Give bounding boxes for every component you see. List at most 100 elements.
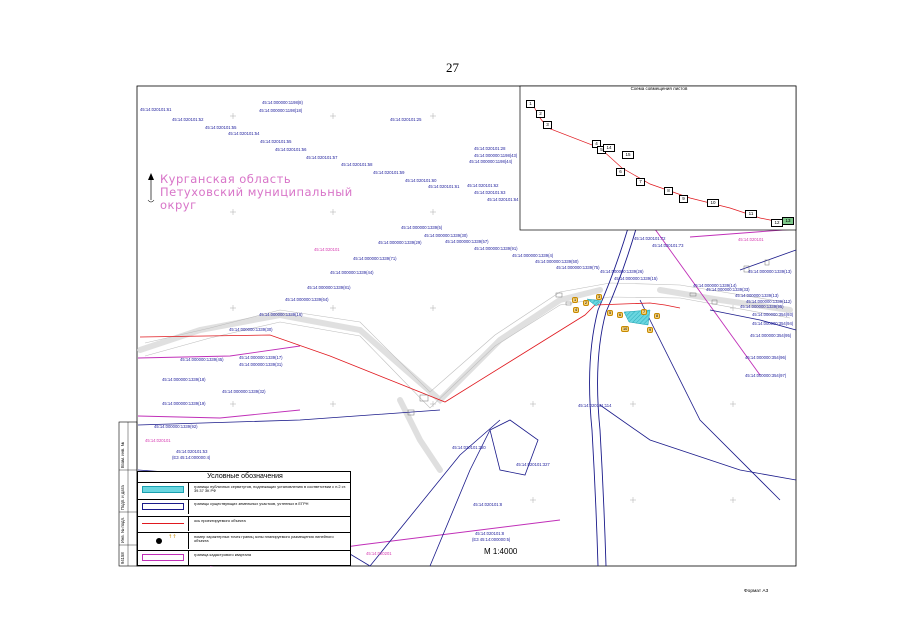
- terrain-shading: [137, 287, 793, 473]
- cadastral-label: 45:14:000000:1339(17): [239, 355, 283, 360]
- cadastral-label: 45:14:020101:60: [405, 178, 437, 183]
- legend-symbol-land-plots: [142, 503, 184, 510]
- legend-symbol-quarter: [142, 554, 184, 561]
- legend-item-axis: ось проектируемого объекта: [138, 516, 350, 531]
- sheet-14: 14: [603, 144, 615, 152]
- region-title-line-2: Петуховский муниципальный: [160, 185, 353, 199]
- cadastral-label: 45:14:020101:28: [474, 146, 506, 151]
- cadastral-label: 45:14:000000:1198(43): [474, 153, 518, 158]
- cadastral-label: 45:14:000000:354(93): [752, 312, 794, 317]
- cadastral-label: 45:14:000000:1198(18): [259, 108, 303, 113]
- cadastral-label: 45:14:020101:320: [452, 445, 486, 450]
- cadastral-label: 45:14:020201: [366, 551, 392, 556]
- page-number: 27: [446, 60, 459, 75]
- cadastral-label: 45:14:020101:64: [487, 197, 519, 202]
- sheet-3: 3: [543, 121, 552, 129]
- cadastral-label: 45:14:000000:1339(18): [162, 377, 206, 382]
- cadastral-label: 45:14:000000:1339(19): [162, 401, 206, 406]
- cadastral-label: 45:14:020101:25: [390, 117, 422, 122]
- point-marker: 2: [583, 300, 590, 306]
- cadastral-label: 45:14:000000:1339(50): [535, 259, 579, 264]
- cadastral-label: 45:14:020101:72: [634, 236, 666, 241]
- cadastral-label: 45:14:020101:52: [172, 117, 204, 122]
- cadastral-label: 45:14:020101: [738, 237, 764, 242]
- cadastral-label: 45:14:000000:1339(64): [285, 297, 329, 302]
- point-marker: 1: [572, 297, 579, 303]
- cadastral-label: 45:14:020101:54: [228, 131, 260, 136]
- cadastral-label: 45:14:000000:1339(26): [600, 269, 644, 274]
- point-marker: 9: [647, 327, 654, 333]
- cadastral-label: 45:14:020101:59: [373, 170, 405, 175]
- sheet-10: 10: [707, 199, 719, 207]
- legend-item-land-plots: границы существующих земельных участков,…: [138, 499, 350, 514]
- cadastral-label: 45:14:000000:1339(30): [424, 233, 468, 238]
- region-title-line-1: Курганская область: [160, 172, 292, 186]
- cadastral-label: 45:14:000000:1339(31): [239, 362, 283, 367]
- cadastral-label: 45:14:020101:327: [516, 462, 550, 467]
- legend-text-points: номер характерных точек границ зоны план…: [194, 534, 334, 544]
- inset-frame: [519, 85, 797, 231]
- cadastral-label: 45:14:000000:1339(92): [154, 424, 198, 429]
- cadastral-label: 45:14:000000:1339(16): [259, 312, 303, 317]
- region-title: Курганская область Петуховский муниципал…: [160, 173, 353, 212]
- cadastral-label: 45:14:000000:1339(32): [222, 389, 266, 394]
- legend-item-quarter: граница кадастрового квартала: [138, 550, 350, 565]
- cadastral-label: 45:14:020101:55: [260, 139, 292, 144]
- point-marker: 7: [641, 309, 648, 315]
- sheet-15: 15: [622, 151, 634, 159]
- stamp-replacement-inventory: Взам. инв. №: [120, 442, 125, 468]
- cadastral-label: 45:14:020101: [314, 247, 340, 252]
- stamp-inventory-original: Инв. № подл.: [120, 516, 125, 543]
- cadastral-label: 45:14:000000:1339(30): [229, 327, 273, 332]
- servitude-area-1: [586, 298, 603, 307]
- map-scale: М 1:4000: [484, 547, 518, 556]
- cadastral-label: 45:14:000000:1339(33): [706, 287, 750, 292]
- cadastral-label: 45:14:000000:1339(81): [307, 285, 351, 290]
- cadastral-label: 45:14:020101:53: [176, 449, 208, 454]
- cadastral-label: 45:14:020101:58: [341, 162, 373, 167]
- cadastral-label: 45:14:020101:61: [140, 107, 172, 112]
- legend-item-servitude: границы публичных сервитутов, подлежащих…: [138, 482, 350, 497]
- structures: [407, 259, 770, 416]
- point-marker: 10: [621, 326, 630, 332]
- point-marker: 3: [596, 294, 603, 300]
- cadastral-label: 45:14:000000:1339(15): [614, 276, 658, 281]
- cadastral-label: 45:14:000000:1198(8): [262, 100, 303, 105]
- cadastral-label: (ЕЗ 45:14:000000:5): [472, 537, 511, 542]
- project-axis-line: [139, 302, 681, 403]
- cadastral-label: 45:14:020101:114: [578, 403, 612, 408]
- cadastral-label: 45:14:000000:1339(75): [556, 265, 600, 270]
- legend-symbol-points: [156, 538, 162, 544]
- stamp-inventory-number: 94158: [120, 552, 125, 564]
- cadastral-label: 45:14:000000:1339(71): [353, 256, 397, 261]
- sheet-7: 7: [636, 178, 645, 186]
- cadastral-label: 45:14:000000:1339(4): [512, 253, 554, 258]
- legend-text-axis: ось проектируемого объекта: [194, 518, 246, 523]
- cadastral-label: 45:14:000000:1339(13): [748, 269, 792, 274]
- cadastral-label: 45:14:000000:1339(29): [378, 240, 422, 245]
- cadastral-label: 45:14:020101:8: [475, 531, 505, 536]
- cadastral-label: (ЕЗ 45:14:000000:4): [172, 455, 211, 460]
- sheet-4: 4: [592, 140, 601, 148]
- cadastral-label: 45:14:000000:1339(57): [445, 239, 489, 244]
- inset-title: Схема совмещения листов: [630, 86, 688, 91]
- point-marker: 5: [607, 310, 614, 316]
- drawing-frame: [136, 85, 797, 567]
- legend-symbol-axis: [142, 523, 184, 524]
- cadastral-label: 45:14:000000:1339(13): [735, 293, 779, 298]
- cadastral-label: 45:14:020101:56: [275, 147, 307, 152]
- legend-text-servitude: границы публичных сервитутов, подлежащих…: [194, 484, 346, 494]
- sheet-6: 6: [616, 168, 625, 176]
- highway: [589, 199, 645, 567]
- cadastral-label: 45:14:020101:61: [428, 184, 460, 189]
- sheet-2: 2: [536, 110, 545, 118]
- cadastral-label: 45:14:000000:1339(95): [740, 304, 784, 309]
- legend-item-points: ↑↑ номер характерных точек границ зоны п…: [138, 532, 350, 549]
- legend: Условные обозначения границы публичных с…: [137, 471, 351, 566]
- cadastral-label: 45:14:020101: [145, 438, 171, 443]
- cadastral-label: 45:14:000000:1339(91): [474, 246, 518, 251]
- sheet-11: 11: [745, 210, 757, 218]
- sheet-1: 1: [526, 100, 535, 108]
- point-marker: 8: [654, 313, 661, 319]
- legend-title: Условные обозначения: [207, 473, 283, 480]
